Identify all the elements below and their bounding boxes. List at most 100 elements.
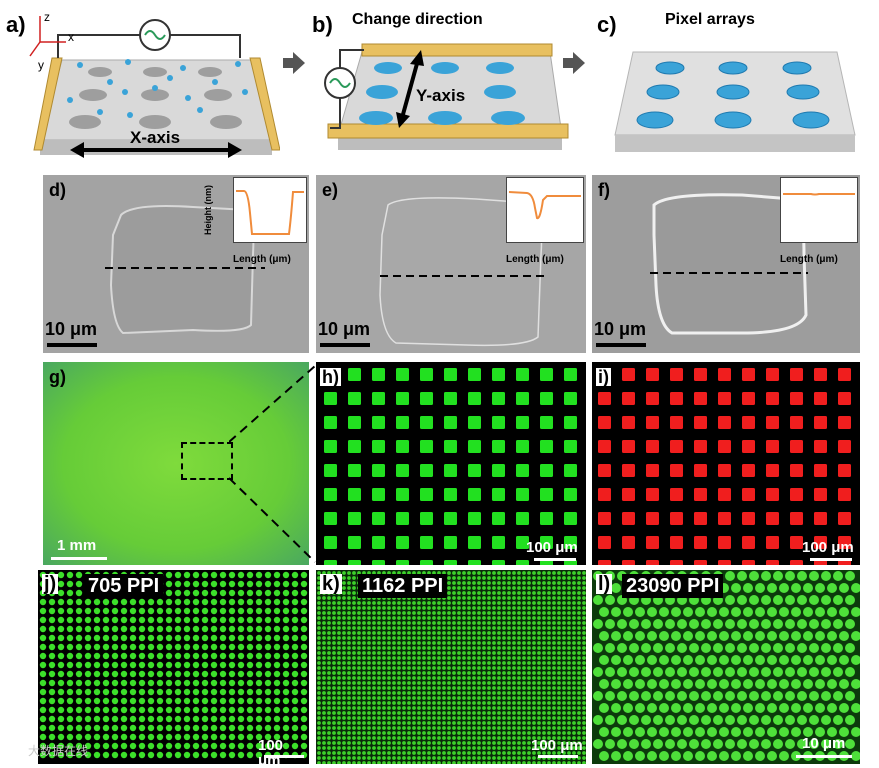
pixel-dot <box>138 598 146 606</box>
pixel-dot <box>517 661 521 665</box>
pixel-dot <box>201 571 209 579</box>
pixel-dot <box>467 741 471 745</box>
pixel-dot <box>562 711 566 715</box>
pixel-dot <box>472 621 476 625</box>
pixel-dot <box>725 739 735 749</box>
pixel-dot <box>352 751 356 755</box>
pixel-dot <box>502 761 506 764</box>
pixel-dot <box>422 646 426 650</box>
pixel-dot <box>427 626 431 630</box>
pixel-square <box>718 512 731 525</box>
pixel-dot <box>482 576 486 580</box>
pixel-dot <box>264 715 272 723</box>
pixel-dot <box>75 580 83 588</box>
pixel-dot <box>452 691 456 695</box>
pixel-dot <box>407 741 411 745</box>
pixel-square <box>348 512 361 525</box>
pixel-dot <box>372 726 376 730</box>
pixel-dot <box>457 726 461 730</box>
pixel-dot <box>48 598 56 606</box>
pixel-dot <box>120 724 128 732</box>
pixel-square <box>670 440 683 453</box>
pixel-dot <box>527 681 531 685</box>
panel-h-scalebar <box>534 558 576 561</box>
pixel-dot <box>255 625 263 633</box>
pixel-dot <box>462 681 466 685</box>
pixel-dot <box>442 676 446 680</box>
pixel-dot <box>327 606 331 610</box>
pixel-dot <box>322 651 326 655</box>
pixel-dot <box>382 601 386 605</box>
pixel-dot <box>611 607 621 617</box>
pixel-square <box>492 488 505 501</box>
pixel-square <box>396 512 409 525</box>
pixel-dot <box>477 661 481 665</box>
pixel-dot <box>462 671 466 675</box>
pixel-dot <box>572 621 576 625</box>
pixel-dot <box>300 724 308 732</box>
pixel-dot <box>557 736 561 740</box>
pixel-dot <box>48 607 56 615</box>
pixel-dot <box>567 686 571 690</box>
pixel-dot <box>402 611 406 615</box>
pixel-dot <box>397 746 401 750</box>
pixel-dot <box>322 721 326 725</box>
pixel-dot <box>572 716 576 720</box>
pixel-dot <box>422 651 426 655</box>
inset-f <box>780 177 858 243</box>
pixel-dot <box>352 701 356 705</box>
pixel-dot <box>255 607 263 615</box>
pixel-dot <box>347 691 351 695</box>
panel-k-scalebar <box>538 755 578 758</box>
pixel-dot <box>442 691 446 695</box>
pixel-dot <box>562 666 566 670</box>
pixel-dot <box>327 671 331 675</box>
pixel-dot <box>517 721 521 725</box>
pixel-dot <box>382 756 386 760</box>
pixel-dot <box>102 634 110 642</box>
pixel-dot <box>442 756 446 760</box>
pixel-dot <box>547 606 551 610</box>
inset-e-plot <box>508 191 581 220</box>
pixel-dot <box>512 726 516 730</box>
pixel-dot <box>210 742 218 750</box>
pixel-dot <box>467 631 471 635</box>
pixel-dot <box>192 580 200 588</box>
panel-f: Length (μm) f) 10 μm <box>592 175 860 353</box>
pixel-dot <box>562 581 566 585</box>
pixel-dot <box>527 761 531 764</box>
pixel-dot <box>48 670 56 678</box>
pixel-dot <box>402 731 406 735</box>
pixel-dot <box>255 598 263 606</box>
pixel-square <box>492 440 505 453</box>
pixel-dot <box>322 736 326 740</box>
pixel-dot <box>482 656 486 660</box>
pixel-dot <box>562 746 566 750</box>
pixel-dot <box>477 721 481 725</box>
pixel-dot <box>522 746 526 750</box>
pixel-dot <box>582 671 586 675</box>
pixel-dot <box>427 656 431 660</box>
pixel-dot <box>422 656 426 660</box>
pixel-dot <box>342 681 346 685</box>
pixel-dot <box>437 706 441 710</box>
pixel-dot <box>552 696 556 700</box>
pixel-dot <box>472 731 476 735</box>
pixel-dot <box>815 727 825 737</box>
pixel-dot <box>462 741 466 745</box>
pixel-dot <box>477 751 481 755</box>
pixel-dot <box>641 691 651 701</box>
pixel-dot <box>532 716 536 720</box>
pixel-dot <box>572 606 576 610</box>
pixel-square <box>694 416 707 429</box>
pixel-dot <box>557 661 561 665</box>
pixel-dot <box>532 731 536 735</box>
pixel-dot <box>683 703 693 713</box>
pixel-dot <box>432 621 436 625</box>
pixel-dot <box>582 691 586 695</box>
pixel-dot <box>210 616 218 624</box>
pixel-dot <box>447 706 451 710</box>
pixel-dot <box>427 686 431 690</box>
pixel-dot <box>767 727 777 737</box>
pixel-dot <box>833 619 843 629</box>
